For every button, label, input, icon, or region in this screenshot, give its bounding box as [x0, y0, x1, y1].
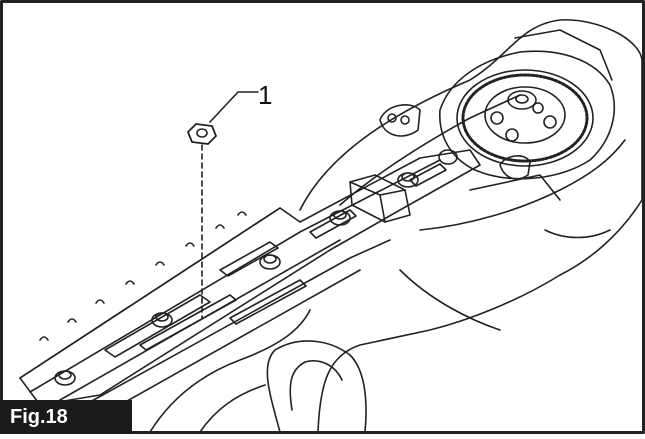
blade-tooth: [95, 299, 105, 304]
blade-bolt: [259, 254, 281, 270]
blade-tooth: [39, 336, 49, 341]
blade-slot: [104, 294, 211, 358]
gear-hole: [490, 111, 504, 125]
blade-tooth: [125, 280, 135, 285]
blade-edge-lower-2: [89, 239, 391, 403]
blade-bolt-head: [58, 370, 72, 380]
housing-rib: [399, 269, 501, 331]
blade-tooth: [237, 211, 247, 216]
gear-teeth-ring: [461, 73, 589, 163]
blade-slot: [229, 279, 307, 325]
figure-label: Fig.18: [0, 400, 132, 434]
blade-bolt-head: [263, 254, 277, 264]
blade-bolt-head: [155, 312, 169, 322]
callout-leader: [209, 91, 259, 123]
lower-housing: [149, 309, 311, 433]
housing-rib: [469, 174, 561, 201]
drive-bracket-top: [349, 181, 406, 196]
blade-bolt-head: [401, 172, 415, 182]
housing-mount: [379, 104, 421, 137]
housing-rib: [544, 229, 611, 239]
blade-tooth: [215, 224, 225, 229]
gear-hole: [505, 128, 519, 142]
gear-hole: [543, 115, 557, 129]
lower-housing-2: [199, 384, 266, 433]
mount-hole: [387, 113, 397, 123]
gear-inner: [484, 86, 566, 144]
blade-bolt: [151, 312, 173, 328]
blade-edge-lower-3: [119, 269, 361, 406]
blade-slot: [219, 241, 279, 277]
blade-bolt: [438, 149, 458, 165]
gear-housing: [439, 50, 616, 180]
housing-mount: [499, 155, 531, 180]
gear-hub-center: [515, 94, 529, 104]
nut-part-1: [187, 123, 217, 145]
blade-bar: [19, 149, 481, 406]
housing-outline: [299, 19, 643, 433]
housing-lower-curve: [419, 139, 626, 231]
gear-hole: [532, 102, 544, 114]
mount-hole: [400, 115, 410, 125]
gear-outer: [456, 69, 594, 167]
drive-bracket-side: [379, 194, 386, 223]
blade-edge-top: [19, 207, 281, 379]
gear-hub: [507, 90, 537, 110]
gear-cover-rim: [514, 29, 613, 81]
blade-tooth: [185, 242, 195, 247]
blade-slot: [409, 163, 447, 187]
blade-bolt: [54, 370, 76, 386]
blade-slot: [139, 294, 237, 351]
blade-tooth: [67, 318, 77, 323]
callout-number-1: 1: [258, 80, 273, 110]
blade-bolt: [329, 210, 351, 226]
blade-edge: [29, 159, 441, 393]
handle-outline: [266, 340, 367, 433]
blade-bolt-head: [333, 210, 347, 220]
blade-tooth: [155, 261, 165, 266]
handle-inner: [289, 360, 343, 411]
nut-hole: [196, 128, 208, 138]
blade-slot: [309, 209, 357, 239]
